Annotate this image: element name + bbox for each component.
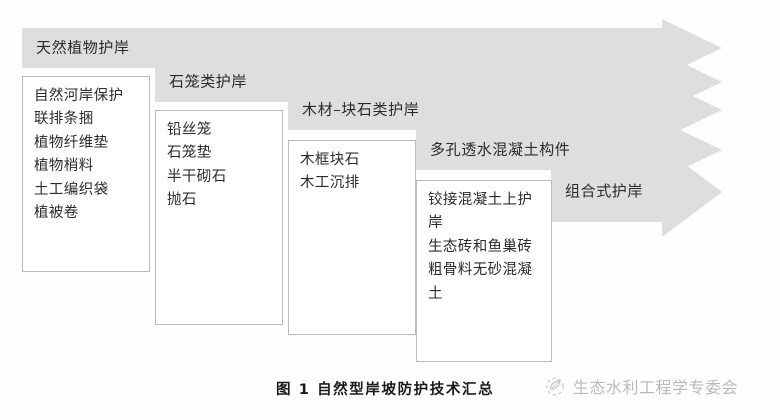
band-row-1: 天然植物护岸 <box>22 19 722 77</box>
listbox-column-4: 铰接混凝土上护岸 生态砖和鱼巢砖 粗骨料无砂混凝土 <box>416 180 552 362</box>
list-item: 植物纤维垫 <box>34 134 109 151</box>
list-item: 木框块石 <box>300 152 360 168</box>
list-item: 土工编织袋 <box>34 181 109 198</box>
listbox-column-2: 铅丝笼 石笼垫 半干砌石 抛石 <box>155 110 283 325</box>
band-row-5: 组合式护岸 <box>551 147 780 237</box>
listbox-items-3: 木框块石 木工沉排 <box>300 149 409 196</box>
band-body-5 <box>551 162 662 222</box>
band-body-3 <box>288 90 662 130</box>
band-label-3: 木材–块石类护岸 <box>302 100 420 119</box>
listbox-items-2: 铅丝笼 石笼垫 半干砌石 抛石 <box>167 119 276 213</box>
list-item: 植物梢料 <box>34 158 94 175</box>
list-item: 半干砌石 <box>167 168 227 185</box>
band-label-5: 组合式护岸 <box>565 182 644 200</box>
listbox-items-4: 铰接混凝土上护岸 生态砖和鱼巢砖 粗骨料无砂混凝土 <box>428 189 545 306</box>
leaf-circle-icon <box>544 375 566 397</box>
list-item: 木工沉排 <box>300 175 360 192</box>
listbox-column-1: 自然河岸保护 联排条捆 植物纤维垫 植物梢料 土工编织袋 植被卷 <box>22 76 150 272</box>
list-item: 抛石 <box>167 192 197 209</box>
watermark: 生态水利工程学专委会 <box>544 374 738 398</box>
list-item: 石笼垫 <box>167 145 212 162</box>
list-item: 铰接混凝土上护岸 <box>428 192 533 232</box>
band-body-1 <box>22 28 662 68</box>
band-label-1: 天然植物护岸 <box>36 38 130 57</box>
band-label-4: 多孔透水混凝土构件 <box>430 140 571 159</box>
list-item: 铅丝笼 <box>167 122 212 138</box>
listbox-column-3: 木框块石 木工沉排 <box>288 140 416 335</box>
arrowhead-icon-5 <box>662 147 722 237</box>
band-label-2: 石笼类护岸 <box>169 72 248 91</box>
list-item: 粗骨料无砂混凝土 <box>428 262 533 302</box>
watermark-text: 生态水利工程学专委会 <box>573 378 739 397</box>
list-item: 生态砖和鱼巢砖 <box>428 238 533 255</box>
list-item: 自然河岸保护 <box>34 88 124 104</box>
listbox-items-1: 自然河岸保护 联排条捆 植物纤维垫 植物梢料 土工编织袋 植被卷 <box>34 85 143 226</box>
list-item: 联排条捆 <box>34 111 94 128</box>
figure-caption: 图 1 自然型岸坡防护技术汇总 <box>276 382 495 398</box>
list-item: 植被卷 <box>34 205 79 222</box>
